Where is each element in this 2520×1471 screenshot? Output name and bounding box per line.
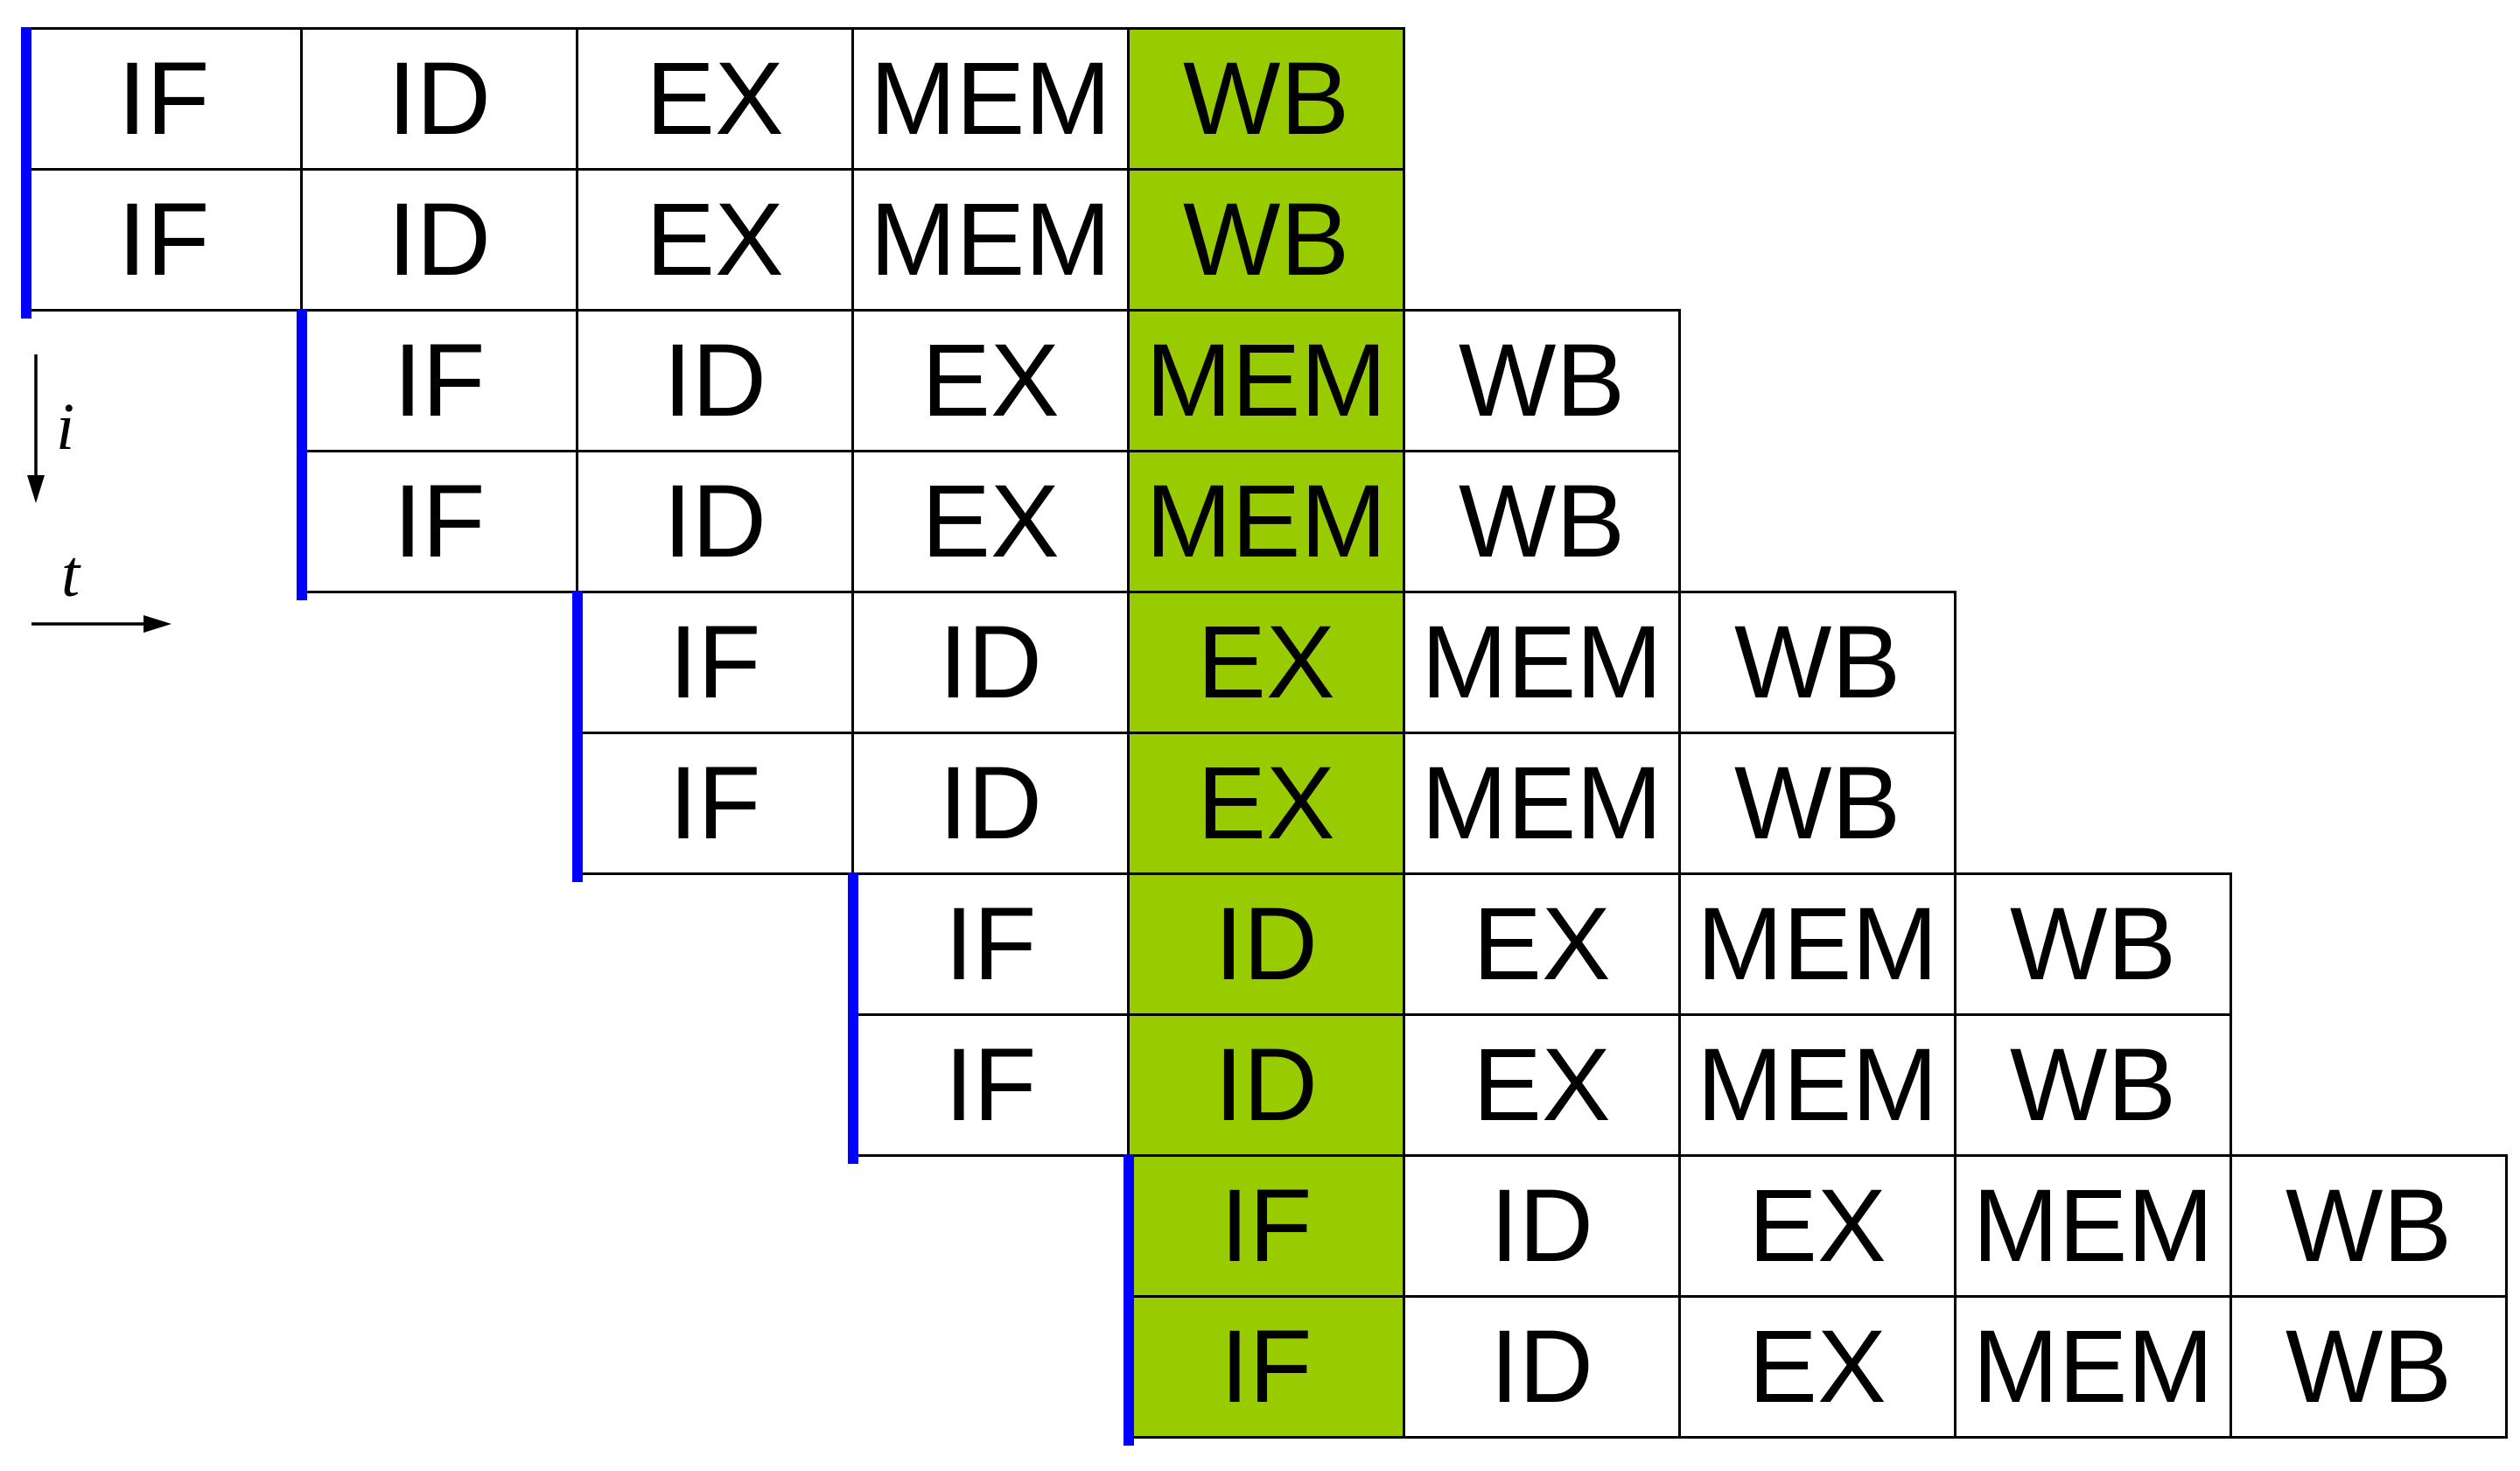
pipeline-cell: IF (576, 732, 854, 875)
pipeline-cell: WB (1127, 168, 1405, 312)
pipeline-cell: EX (1127, 591, 1405, 734)
t-axis-label: t (61, 537, 80, 611)
pipeline-cell: IF (300, 450, 578, 593)
pipeline-cell: WB (1954, 1013, 2232, 1157)
pipeline-cell: EX (1403, 1013, 1681, 1157)
pipeline-cell: EX (851, 450, 1130, 593)
pipeline-cell: MEM (851, 168, 1130, 312)
pipeline-cell: IF (851, 872, 1130, 1016)
pipeline-cell: ID (851, 591, 1130, 734)
pipeline-cell: ID (1127, 1013, 1405, 1157)
pipeline-cell: ID (1403, 1295, 1681, 1439)
instruction-issue-marker (297, 309, 307, 600)
pipeline-cell: MEM (1127, 450, 1405, 593)
pipeline-cell: IF (24, 27, 303, 171)
pipeline-cell: IF (300, 309, 578, 452)
pipeline-cell: MEM (1678, 1013, 1956, 1157)
pipeline-cell: EX (1403, 872, 1681, 1016)
pipeline-cell: MEM (1403, 591, 1681, 734)
pipeline-cell: ID (300, 168, 578, 312)
pipeline-cell: ID (851, 732, 1130, 875)
i-axis-arrow-icon (27, 354, 45, 503)
pipeline-cell: WB (1403, 309, 1681, 452)
pipeline-cell: MEM (851, 27, 1130, 171)
pipeline-cell: WB (1954, 872, 2232, 1016)
pipeline-cell: EX (1678, 1295, 1956, 1439)
pipeline-cell: MEM (1678, 872, 1956, 1016)
pipeline-cell: WB (2230, 1295, 2508, 1439)
pipeline-cell: EX (576, 27, 854, 171)
pipeline-cell: MEM (1403, 732, 1681, 875)
pipeline-cell: WB (1678, 732, 1956, 875)
pipeline-cell: IF (24, 168, 303, 312)
pipeline-cell: IF (1127, 1154, 1405, 1298)
pipeline-cell: WB (2230, 1154, 2508, 1298)
pipeline-cell: IF (851, 1013, 1130, 1157)
pipeline-cell: ID (1127, 872, 1405, 1016)
pipeline-cell: EX (1127, 732, 1405, 875)
instruction-issue-marker (848, 872, 858, 1164)
pipeline-cell: EX (1678, 1154, 1956, 1298)
instruction-issue-marker (1124, 1154, 1134, 1446)
pipeline-cell: WB (1678, 591, 1956, 734)
t-axis-arrow-icon (32, 615, 172, 633)
pipeline-cell: MEM (1954, 1295, 2232, 1439)
pipeline-cell: ID (300, 27, 578, 171)
pipeline-cell: IF (1127, 1295, 1405, 1439)
instruction-issue-marker (21, 27, 32, 319)
pipeline-cell: WB (1127, 27, 1405, 171)
pipeline-cell: EX (851, 309, 1130, 452)
pipeline-cell: MEM (1127, 309, 1405, 452)
pipeline-cell: ID (576, 450, 854, 593)
pipeline-cell: WB (1403, 450, 1681, 593)
pipeline-cell: MEM (1954, 1154, 2232, 1298)
i-axis-label: i (56, 390, 75, 464)
pipeline-cell: IF (576, 591, 854, 734)
pipeline-cell: EX (576, 168, 854, 312)
pipeline-cell: ID (576, 309, 854, 452)
instruction-issue-marker (572, 591, 583, 882)
pipeline-cell: ID (1403, 1154, 1681, 1298)
